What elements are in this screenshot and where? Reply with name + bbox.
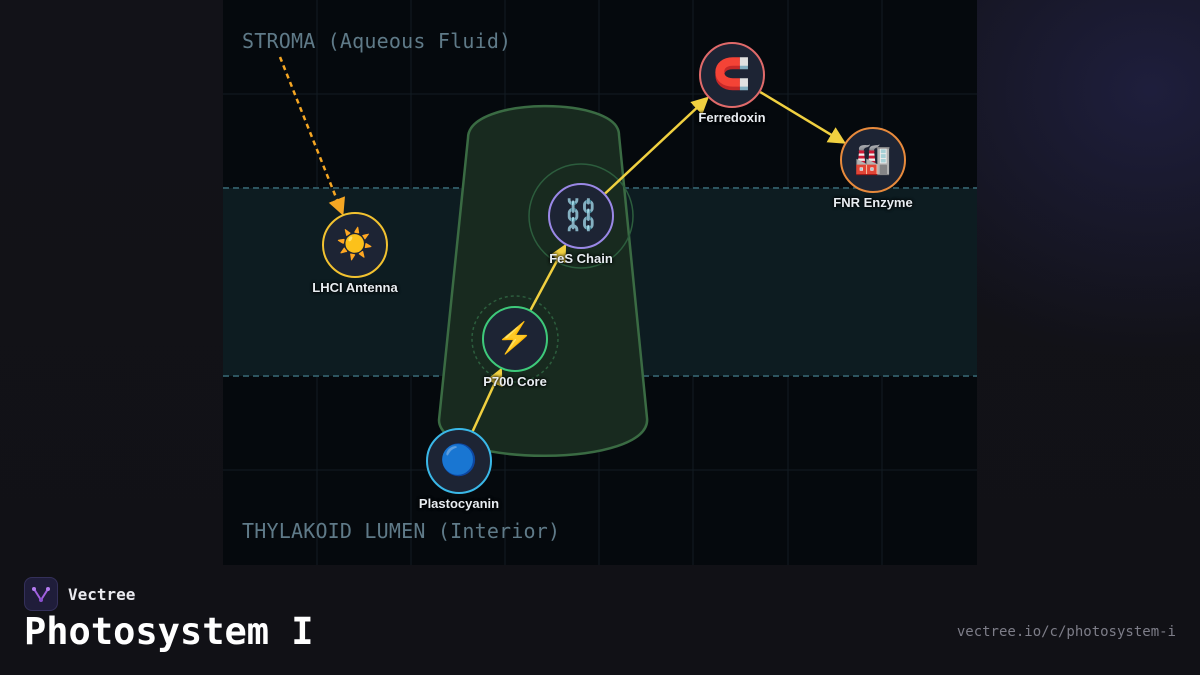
brand[interactable]: Vectree [24, 577, 135, 611]
edge-p700-to-fes [529, 243, 567, 311]
edge-fes-to-ferredoxin [604, 96, 709, 195]
node-label: LHCI Antenna [312, 280, 398, 295]
node-label: FeS Chain [549, 251, 613, 266]
edge-light-to-lhci [278, 56, 345, 216]
diagram-stage: STROMA (Aqueous Fluid) THYLAKOID LUMEN (… [223, 0, 977, 565]
stroma-label: STROMA (Aqueous Fluid) [242, 29, 512, 53]
lumen-label: THYLAKOID LUMEN (Interior) [242, 519, 561, 543]
electron-flow-edges [278, 56, 847, 432]
photosystem-complex [437, 104, 649, 457]
fes-halo [528, 163, 634, 269]
sun-icon: ☀️ [322, 212, 388, 278]
node-plastocyanin[interactable]: 🔵 Plastocyanin [419, 428, 499, 511]
blue-circle-icon: 🔵 [426, 428, 492, 494]
magnet-icon: 🧲 [699, 42, 765, 108]
node-lhci-antenna[interactable]: ☀️ LHCI Antenna [312, 212, 398, 295]
page-url[interactable]: vectree.io/c/photosystem-i [956, 624, 1176, 640]
edge-plastocyanin-to-p700 [471, 367, 503, 432]
node-ferredoxin[interactable]: 🧲 Ferredoxin [698, 42, 766, 125]
node-p700-core[interactable]: ⚡ P700 Core [482, 306, 548, 389]
node-fnr-enzyme[interactable]: 🏭 FNR Enzyme [833, 127, 913, 210]
lightning-icon: ⚡ [482, 306, 548, 372]
node-label: Ferredoxin [698, 110, 766, 125]
node-label: P700 Core [483, 374, 547, 389]
page-title: Photosystem I [24, 610, 314, 653]
node-label: FNR Enzyme [833, 195, 913, 210]
node-fes-chain[interactable]: ⛓️ FeS Chain [548, 183, 614, 266]
p700-halo [471, 295, 559, 383]
edge-ferredoxin-to-fnr [759, 90, 847, 144]
chain-icon: ⛓️ [548, 183, 614, 249]
factory-icon: 🏭 [840, 127, 906, 193]
vectree-logo-icon [24, 577, 58, 611]
brand-name: Vectree [68, 584, 136, 604]
node-label: Plastocyanin [418, 496, 500, 511]
